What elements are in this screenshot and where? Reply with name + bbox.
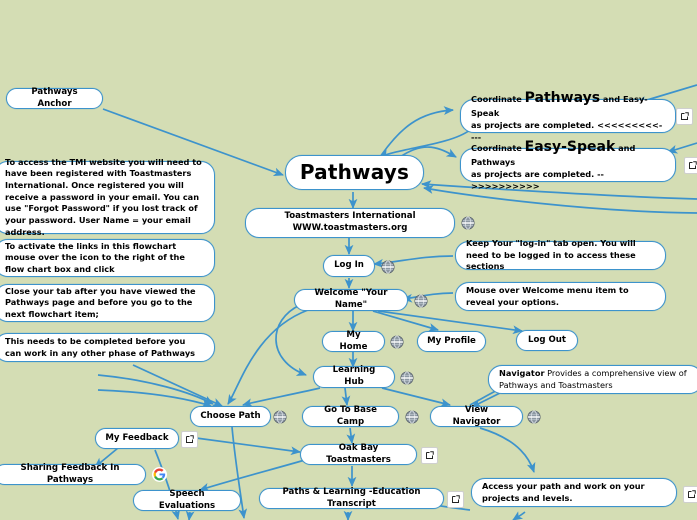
node-sharing-feedback-label: Sharing Feedback In Pathways (20, 462, 120, 485)
note-coordinate-easy-speak-text: Coordinate Easy-Speak and Pathways as pr… (471, 138, 665, 193)
node-sharing-feedback-in-pathways[interactable]: Sharing Feedback In Pathways (0, 462, 146, 485)
google-icon[interactable] (152, 467, 167, 482)
globe-icon[interactable] (399, 370, 414, 385)
node-my-profile-label: My Profile (427, 335, 476, 346)
coordinate-pathways-post: and Easy-Speak (471, 93, 648, 119)
node-oak-bay-label: Oak Bay Toastmasters (326, 442, 391, 465)
node-welcome-label: Welcome "Your Name" (314, 288, 388, 310)
node-learning-hub[interactable]: Learning Hub (313, 365, 395, 388)
globe-icon[interactable] (380, 259, 395, 274)
coordinate-pathways-emphasis: Pathways (524, 89, 601, 106)
globe-icon[interactable] (389, 334, 404, 349)
note-tmi-access: To access the TMI website you will need … (0, 157, 215, 237)
node-learning-hub-label: Learning Hub (332, 365, 376, 387)
globe-icon[interactable] (404, 409, 419, 424)
node-my-profile[interactable]: My Profile (417, 331, 486, 352)
node-speech-evaluations[interactable]: Speech Evaluations (133, 488, 241, 511)
note-mouse-over-welcome-text: Mouse over Welcome menu item to reveal y… (466, 284, 629, 307)
node-pathways-label: Pathways (299, 160, 410, 184)
external-link-icon[interactable] (447, 491, 464, 508)
node-view-navigator[interactable]: View Navigator (430, 404, 523, 427)
coordinate-easyspeak-pre: Coordinate (471, 142, 525, 153)
note-access-your-path-text: Access your path and work on your projec… (482, 480, 645, 503)
globe-icon[interactable] (526, 409, 541, 424)
external-link-icon[interactable] (676, 108, 693, 125)
node-choose-path[interactable]: Choose Path (190, 406, 271, 427)
node-my-feedback[interactable]: My Feedback (95, 428, 179, 449)
note-activate-links: To activate the links in this flowchart … (0, 239, 215, 277)
note-coordinate-pathways: Coordinate Pathways and Easy-Speak as pr… (460, 90, 676, 142)
note-complete-first: This needs to be completed before you ca… (0, 333, 215, 362)
node-choose-path-label: Choose Path (200, 410, 261, 421)
coordinate-easyspeak-line2: as projects are completed. -->>>>>>>>>> (471, 169, 604, 191)
node-my-home-label: My Home (339, 329, 368, 352)
node-oak-bay-toastmasters[interactable]: Oak Bay Toastmasters (300, 442, 417, 465)
external-link-icon[interactable] (684, 157, 697, 174)
external-link-icon[interactable] (181, 431, 198, 448)
note-tmi-access-text: To access the TMI website you will need … (5, 156, 202, 237)
node-paths-learning-label: Paths & Learning -Education Transcript (282, 486, 421, 509)
globe-icon[interactable] (413, 293, 428, 308)
coordinate-easyspeak-post: and Pathways (471, 142, 636, 168)
note-coordinate-easy-speak: Coordinate Easy-Speak and Pathways as pr… (460, 139, 676, 191)
note-coordinate-pathways-text: Coordinate Pathways and Easy-Speak as pr… (471, 89, 665, 144)
node-view-navigator-label: View Navigator (452, 404, 501, 427)
note-keep-login-open: Keep Your "log-in" tab open. You will ne… (455, 238, 666, 272)
node-go-to-base-camp-label: Go To Base Camp (324, 404, 377, 427)
external-link-icon[interactable] (421, 447, 438, 464)
node-pathways-anchor[interactable]: Pathways Anchor (6, 86, 103, 109)
note-close-tab: Close your tab after you have viewed the… (0, 284, 215, 322)
node-welcome-your-name[interactable]: Welcome "Your Name" (294, 288, 408, 311)
note-access-your-path: Access your path and work on your projec… (471, 478, 677, 507)
note-navigator: Navigator Provides a comprehensive view … (488, 365, 697, 394)
note-complete-first-text: This needs to be completed before you ca… (5, 335, 196, 358)
node-my-feedback-label: My Feedback (105, 432, 169, 443)
note-close-tab-text: Close your tab after you have viewed the… (5, 285, 196, 319)
node-speech-evaluations-label: Speech Evaluations (158, 488, 216, 511)
coordinate-pathways-pre: Coordinate (471, 93, 525, 104)
coordinate-pathways-line2: as projects are completed. <<<<<<<<<---- (471, 120, 663, 142)
node-log-in[interactable]: Log In (323, 255, 375, 277)
external-link-icon[interactable] (683, 486, 697, 503)
node-tmi-site-label: Toastmasters International WWW.toastmast… (284, 211, 416, 233)
globe-icon[interactable] (272, 409, 287, 424)
node-go-to-base-camp[interactable]: Go To Base Camp (302, 404, 399, 427)
node-log-out-label: Log Out (527, 334, 567, 345)
note-keep-login-open-text: Keep Your "log-in" tab open. You will ne… (466, 238, 636, 272)
note-navigator-text: Navigator Provides a comprehensive view … (499, 368, 692, 391)
node-pathways-anchor-label: Pathways Anchor (31, 86, 78, 109)
node-log-out[interactable]: Log Out (516, 330, 578, 351)
coordinate-easyspeak-emphasis: Easy-Speak (524, 138, 616, 155)
node-paths-and-learning[interactable]: Paths & Learning -Education Transcript (259, 486, 444, 509)
node-my-home[interactable]: My Home (322, 329, 385, 352)
globe-icon[interactable] (460, 215, 475, 230)
note-activate-links-text: To activate the links in this flowchart … (5, 240, 185, 274)
note-mouse-over-welcome: Mouse over Welcome menu item to reveal y… (455, 282, 666, 311)
node-pathways[interactable]: Pathways (285, 155, 424, 190)
node-toastmasters-international[interactable]: Toastmasters International WWW.toastmast… (245, 208, 455, 238)
node-log-in-label: Log In (334, 260, 364, 271)
navigator-rest: Provides a comprehensive view of Pathway… (499, 367, 687, 390)
navigator-emphasis: Navigator (499, 367, 545, 378)
